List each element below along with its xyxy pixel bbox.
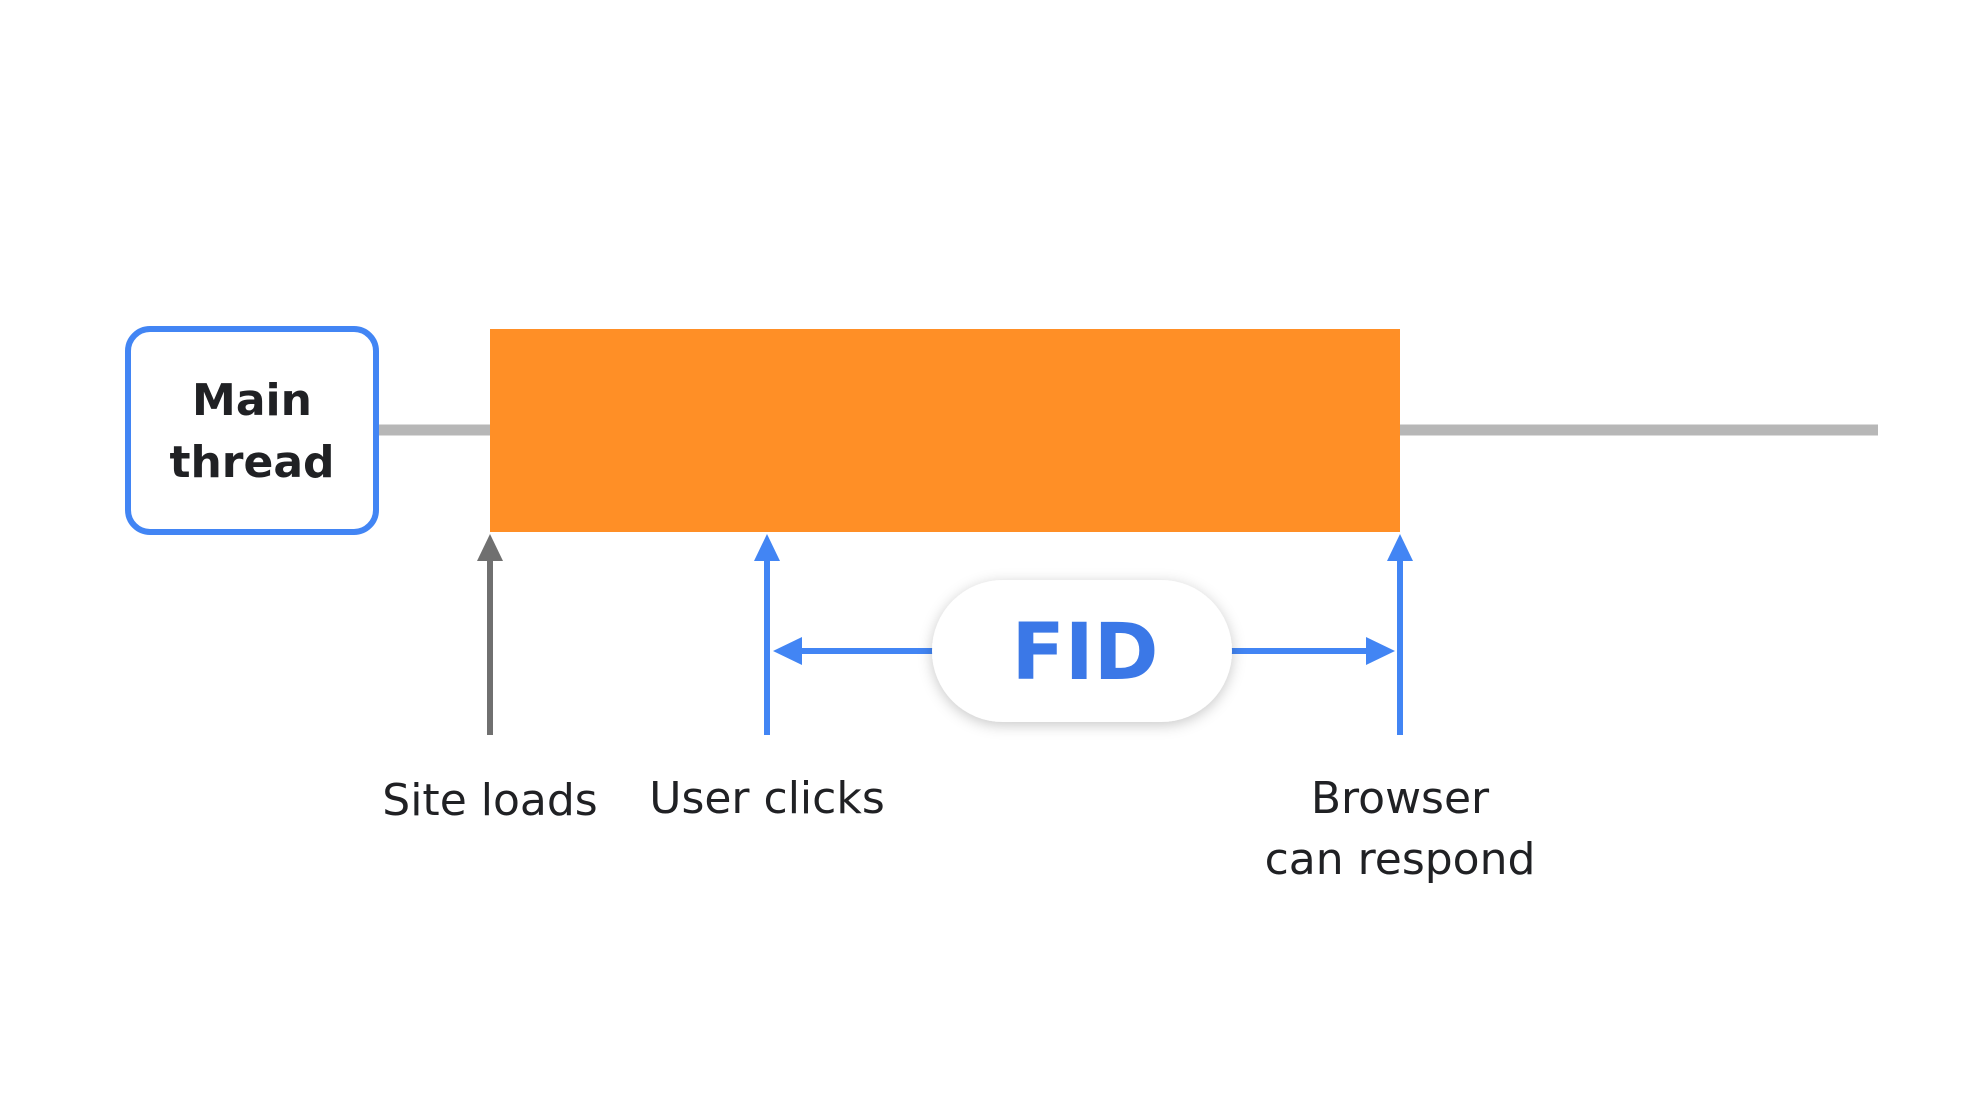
- browser-responds-arrow: [1387, 534, 1413, 735]
- browser-label-line2: can respond: [1265, 834, 1536, 885]
- user-clicks-label: User clicks: [649, 773, 885, 824]
- site-loads-label: Site loads: [382, 775, 597, 826]
- arrow-up-icon: [1387, 534, 1413, 561]
- fid-span-arrow-left: [773, 637, 935, 665]
- arrow-left-icon: [773, 637, 802, 665]
- arrow-up-icon: [477, 534, 503, 561]
- main-thread-label-line2: thread: [169, 437, 334, 488]
- fid-label: FID: [1011, 608, 1158, 698]
- browser-label-line1: Browser: [1311, 773, 1490, 824]
- long-task-block: [490, 329, 1400, 532]
- user-clicks-arrow: [754, 534, 780, 735]
- site-loads-arrow: [477, 534, 503, 735]
- arrow-up-icon: [754, 534, 780, 561]
- main-thread-box: Main thread: [125, 326, 379, 535]
- arrow-right-icon: [1366, 637, 1395, 665]
- main-thread-label-line1: Main: [192, 375, 312, 426]
- fid-span-arrow-right: [1230, 637, 1395, 665]
- fid-pill: FID: [932, 580, 1232, 722]
